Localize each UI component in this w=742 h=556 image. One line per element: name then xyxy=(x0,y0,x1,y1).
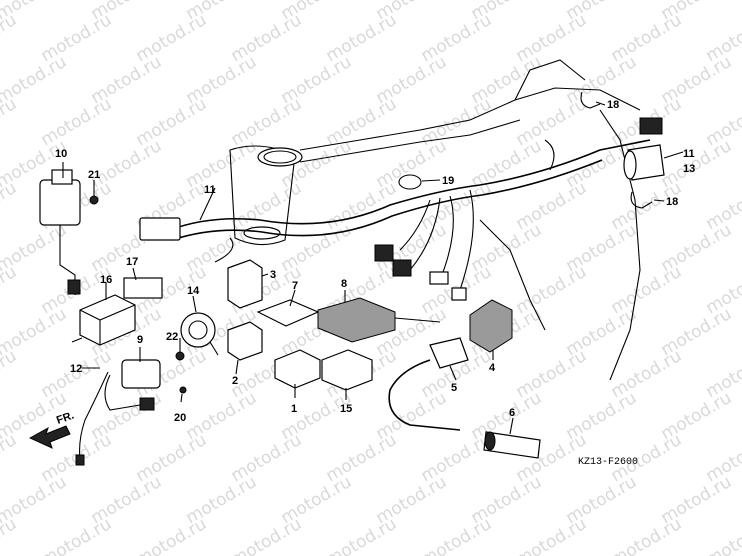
watermark-text: motod.ru xyxy=(418,514,496,556)
cable-assembly-5[interactable] xyxy=(388,337,469,431)
horn-14[interactable] xyxy=(180,312,219,356)
watermark-text: motod.ru xyxy=(0,178,20,234)
watermark-text: motod.ru xyxy=(703,514,742,556)
harness-connector-a xyxy=(374,244,394,262)
part-label-20: 20 xyxy=(174,412,186,424)
watermark-text: motod.ru xyxy=(133,514,211,556)
watermark-text: motod.ru xyxy=(228,514,306,556)
part-label-9: 9 xyxy=(137,334,143,346)
watermark-text: motod.ru xyxy=(513,514,591,556)
bracket-7[interactable] xyxy=(256,299,320,327)
part-label-2: 2 xyxy=(232,375,238,387)
ignition-switch[interactable] xyxy=(39,169,81,295)
part-label-1: 1 xyxy=(291,403,297,415)
part-label-16: 16 xyxy=(100,274,112,286)
watermark-text: motod.ru xyxy=(0,10,20,66)
harness-connector-left xyxy=(139,217,181,241)
part-label-11a: 11 xyxy=(204,184,216,196)
part-label-21: 21 xyxy=(88,169,100,181)
part-label-13: 13 xyxy=(683,163,695,175)
harness-connector-b xyxy=(392,259,412,277)
harness-connector-c xyxy=(429,271,449,285)
grip-6[interactable] xyxy=(483,431,541,459)
part-label-19: 19 xyxy=(442,175,454,187)
watermark-text: motod.ru xyxy=(38,514,116,556)
clamp-18-upper[interactable] xyxy=(580,91,601,109)
part-label-3: 3 xyxy=(270,269,276,281)
frame-outline xyxy=(229,59,641,381)
watermark-text: motod.ru xyxy=(0,262,20,318)
part-label-17: 17 xyxy=(126,256,138,268)
part-label-11b: 11 xyxy=(683,148,695,160)
wire-lead-12 xyxy=(75,371,109,466)
watermark-text: motod.ru xyxy=(0,430,20,486)
part-label-12: 12 xyxy=(70,363,82,375)
boot-cap-4[interactable] xyxy=(469,299,513,353)
fuse-box-3[interactable] xyxy=(227,259,263,309)
part-label-8: 8 xyxy=(341,278,347,290)
clamp-19[interactable] xyxy=(398,174,422,190)
diagram-code: KZ13-F2600 xyxy=(578,457,638,468)
part-label-7: 7 xyxy=(292,280,298,292)
part-label-22: 22 xyxy=(166,331,178,343)
relay-2[interactable] xyxy=(227,321,263,361)
part-label-5: 5 xyxy=(451,382,457,394)
leader-lines xyxy=(62,101,684,435)
control-unit-15[interactable] xyxy=(321,349,373,391)
watermark-text: motod.ru xyxy=(323,514,401,556)
bracket-1[interactable] xyxy=(274,349,321,389)
main-wire-harness xyxy=(139,117,663,301)
connector-cap-13[interactable] xyxy=(623,144,665,181)
watermark-text: motod.ru xyxy=(608,514,686,556)
part-label-10: 10 xyxy=(55,148,67,160)
watermark-text: motod.ru xyxy=(0,514,20,556)
bolt-21 xyxy=(89,195,99,205)
part-label-15: 15 xyxy=(340,403,352,415)
screw-20 xyxy=(179,386,187,394)
front-direction-label: FR. xyxy=(55,409,76,426)
harness-connector-right xyxy=(639,117,663,135)
harness-connector-d xyxy=(451,287,467,301)
front-direction-arrow: FR. xyxy=(28,409,76,449)
regulator-rectifier-8[interactable] xyxy=(317,297,441,343)
relay-16[interactable] xyxy=(71,294,136,346)
cdi-unit-9[interactable] xyxy=(104,359,161,411)
part-label-6: 6 xyxy=(509,407,515,419)
part-label-18a: 18 xyxy=(607,99,619,111)
bolt-22 xyxy=(175,351,185,361)
part-label-14: 14 xyxy=(187,285,200,297)
watermark-text: motod.ru xyxy=(0,94,20,150)
part-label-18b: 18 xyxy=(666,196,678,208)
clamp-18-lower[interactable] xyxy=(630,191,653,209)
watermark-text: motod.ru xyxy=(0,346,20,402)
part-label-4: 4 xyxy=(489,362,496,374)
part-labels: 1 2 3 4 5 6 7 8 9 10 11 11 12 13 14 15 1… xyxy=(55,99,695,424)
connector-block-17[interactable] xyxy=(123,277,163,299)
